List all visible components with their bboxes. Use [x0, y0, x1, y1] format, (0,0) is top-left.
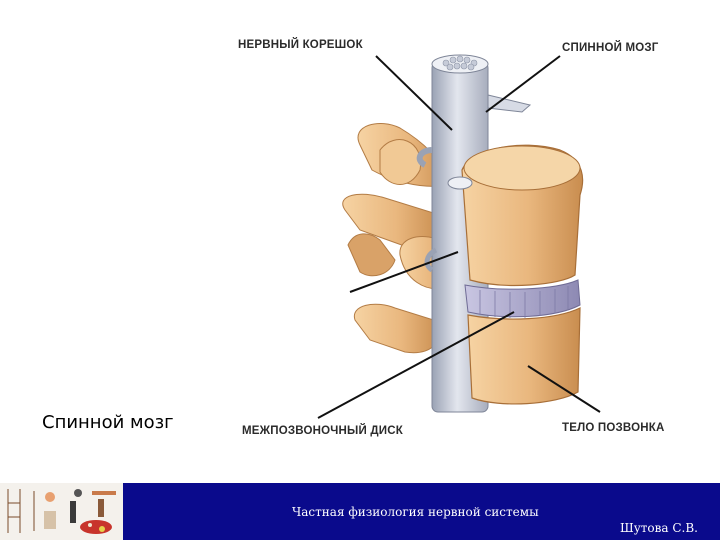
label-vertebral-body: ТЕЛО ПОЗВОНКА — [562, 422, 665, 434]
label-nerve-root: НЕРВНЫЙ КОРЕШОК — [238, 39, 363, 51]
label-spinal-cord: СПИННОЙ МОЗГ — [562, 42, 659, 54]
label-intervertebral-disc: МЕЖПОЗВОНОЧНЫЙ ДИСК — [242, 425, 403, 437]
vertebral-bodies — [447, 144, 584, 405]
footer-title: Частная физиология нервной системы — [292, 505, 539, 519]
footer-author: Шутова С.В. — [620, 521, 698, 535]
slide-caption: Спинной мозг — [42, 412, 174, 433]
leader-lines — [317, 55, 601, 419]
footer-bar: Частная физиология нервной системы Шутов… — [0, 483, 720, 540]
spine-illustration — [317, 54, 601, 419]
vertebral-processes — [342, 123, 457, 354]
footer-thumbnail-image — [0, 483, 123, 540]
